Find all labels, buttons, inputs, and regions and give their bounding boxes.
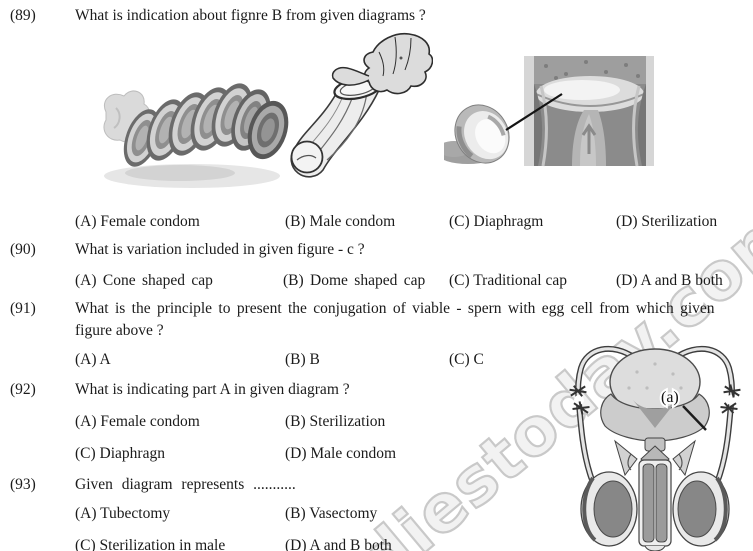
question-89-text: What is indication about fignre B from g… — [75, 7, 426, 24]
horn-right-shape — [672, 439, 696, 477]
knot-icon — [572, 401, 590, 415]
question-93-number: (93) — [10, 476, 36, 493]
question-91-number: (91) — [10, 300, 36, 317]
question-89-number: (89) — [10, 7, 36, 24]
condom-inner-ring-shape — [290, 140, 324, 174]
hand-shape — [331, 32, 433, 95]
q89-option-c: (C) Diaphragm — [449, 213, 544, 230]
question-92-text: What is indicating part A in given diagr… — [75, 381, 350, 398]
q93-option-a: (A) Tubectomy — [75, 505, 171, 522]
q89-option-a: (A) Female condom — [75, 213, 200, 230]
q92-option-b: (B) Sterilization — [285, 413, 386, 430]
knot-icon — [569, 385, 587, 397]
q91-option-a: (A) A — [75, 351, 111, 368]
question-90-number: (90) — [10, 241, 36, 258]
question-93-text: Given diagram represents ........... — [75, 476, 296, 493]
label-pointer-line — [682, 405, 707, 431]
arrow-up-icon — [581, 123, 597, 154]
question-90-text: What is variation included in given figu… — [75, 241, 365, 258]
knot-icon — [720, 402, 738, 414]
q90-option-b: (B) Dome shaped cap — [283, 272, 426, 289]
q90-option-c: (C) Traditional cap — [449, 272, 567, 289]
epididymis-left-shape — [582, 476, 597, 542]
question-92-number: (92) — [10, 381, 36, 398]
horn-left-shape — [614, 439, 638, 477]
cervical-cap-shape — [454, 104, 510, 164]
question-91-text-line2: figure above ? — [75, 322, 164, 339]
testis-left-shape — [593, 480, 633, 538]
q92-option-a: (A) Female condom — [75, 413, 200, 430]
q90-option-a: (A) Cone shaped cap — [75, 272, 213, 289]
q93-option-d: (D) A and B both — [285, 537, 392, 551]
vaginal-wall-left-shape — [534, 84, 543, 166]
question-91-text-line1: What is the principle to present the con… — [75, 300, 715, 317]
diagram-part-label: (a) — [661, 389, 679, 406]
q93-option-b: (B) Vasectomy — [285, 505, 378, 522]
knot-icon — [723, 384, 741, 398]
q90-option-d: (D) A and B both — [616, 272, 723, 289]
q93-option-c: (C) Sterilization in male — [75, 537, 226, 551]
testis-right-shape — [677, 480, 717, 538]
q89-option-b: (B) Male condom — [285, 213, 396, 230]
q91-option-c: (C) C — [449, 351, 484, 368]
q92-option-c: (C) Diaphragn — [75, 445, 165, 462]
pointer-line — [505, 93, 563, 131]
q91-option-b: (B) B — [285, 351, 320, 368]
rolled-condom-photo — [103, 83, 289, 188]
q92-option-d: (D) Male condom — [285, 445, 397, 462]
epididymis-right-shape — [713, 476, 728, 542]
vaginal-wall-right-shape — [637, 84, 646, 166]
q89-option-d: (D) Sterilization — [616, 213, 718, 230]
female-condom-hand-drawing — [290, 32, 433, 178]
male-reproductive-system-diagram: (a) — [569, 346, 741, 551]
condom-rings — [123, 83, 289, 167]
diaphragm-placement-diagram — [444, 56, 654, 167]
